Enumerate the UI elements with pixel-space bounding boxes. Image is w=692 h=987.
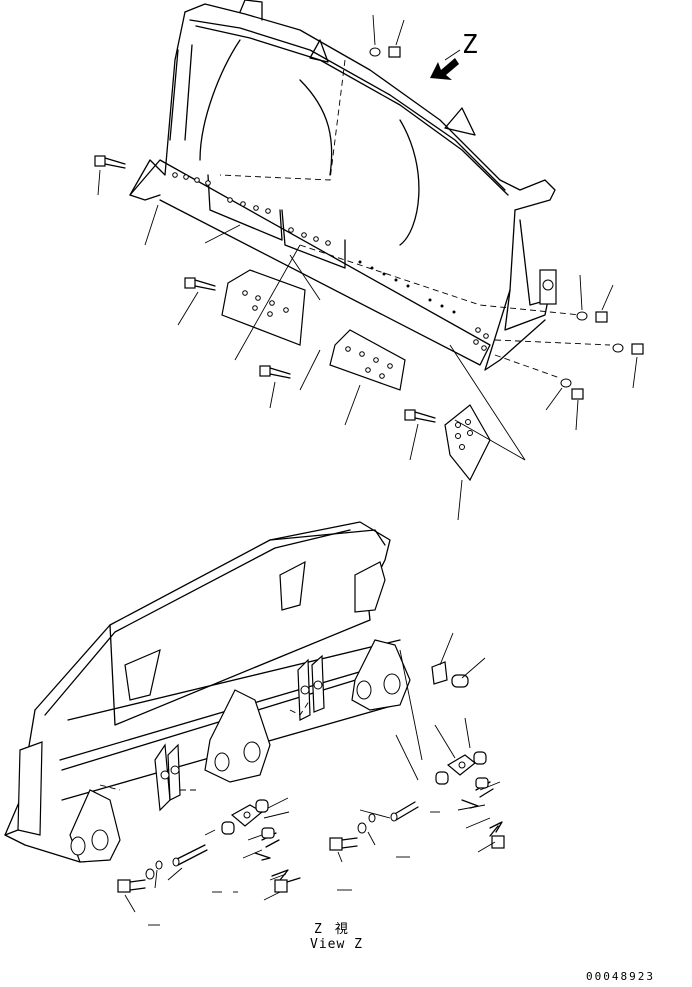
leader-lines-upper [97, 14, 638, 521]
edge-holes [172, 172, 489, 351]
bolt-upper-2 [184, 277, 216, 291]
clevis-brackets [154, 654, 325, 812]
end-bit-piece [444, 404, 491, 482]
cutting-edge-piece-2 [329, 329, 406, 391]
view-caption-english: View Z [310, 937, 363, 952]
bolt-upper-1 [94, 155, 126, 169]
bolt-upper-3 [259, 365, 291, 379]
view-z-marker: Z [462, 30, 478, 60]
bolt-upper-4 [404, 409, 436, 423]
blade-upper-view [94, 0, 644, 521]
leader-lines-lower [124, 632, 501, 926]
view-caption-japanese: Z 視 [314, 922, 348, 937]
bracket-lugs [69, 639, 411, 863]
lower-parts [117, 661, 505, 893]
view-z-arrow [430, 49, 461, 80]
nuts-washers-upper [369, 46, 644, 400]
cutting-edge-piece-1 [221, 269, 306, 346]
blade-lower-view [4, 521, 505, 926]
drawing-number: 00048923 [586, 970, 655, 983]
